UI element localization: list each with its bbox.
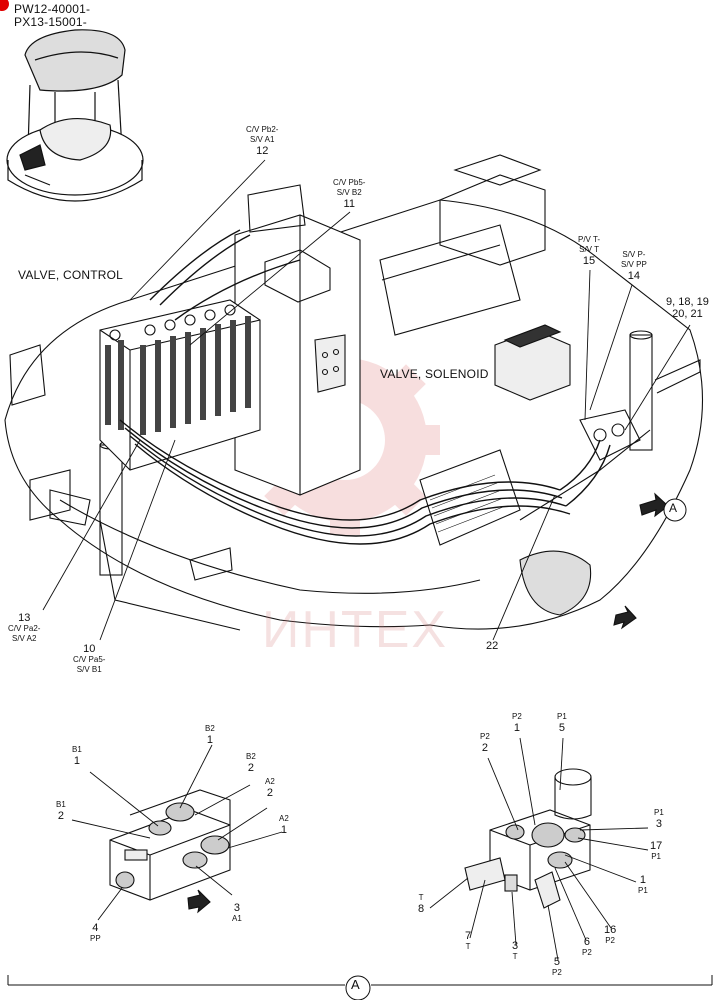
left-callout-b2-1: B2 1 xyxy=(205,724,215,746)
right-callout-p1-1: 1 P1 xyxy=(638,874,648,895)
right-callout-p1-3: P1 3 xyxy=(654,808,664,830)
corner-mark xyxy=(0,0,9,11)
left-callout-b1-1: B1 1 xyxy=(72,745,82,767)
view-bracket xyxy=(7,498,713,1000)
right-callout-p1-5: P1 5 xyxy=(557,712,567,734)
callout-9-18-19: 9, 18, 19 20, 21 xyxy=(666,296,709,320)
right-callout-t-3: 3 T xyxy=(512,940,519,961)
left-detail-leaders xyxy=(71,744,283,921)
watermark-text: ИНТЕХ xyxy=(262,601,449,659)
left-callout-b1-2: B1 2 xyxy=(56,800,66,822)
left-callout-b2-2: B2 2 xyxy=(246,752,256,774)
callout-11: C/V Pb5- S/V B2 11 xyxy=(333,178,366,210)
right-callout-p2-16: 16 P2 xyxy=(604,924,617,945)
model-serial-line-1: PW12-40001- xyxy=(14,2,91,16)
left-callout-a1-3: 3 A1 xyxy=(232,902,242,923)
inset-machine-drawing xyxy=(6,29,144,202)
left-callout-a2-2: A2 2 xyxy=(265,777,275,799)
callout-14: S/V P- S/V PP 14 xyxy=(621,250,647,282)
hose-bundle xyxy=(119,229,611,545)
callout-15: P/V T- S/V T 15 xyxy=(578,235,601,267)
callout-13: 13 C/V Pa2- S/V A2 xyxy=(8,612,41,643)
solenoid-valve-block xyxy=(494,324,701,461)
control-valve-block xyxy=(99,299,261,471)
main-assembly-drawing xyxy=(4,154,703,631)
right-callout-p2-2: P2 2 xyxy=(480,732,490,754)
right-callout-p2-1: P2 1 xyxy=(512,712,522,734)
model-serial-line-2: PX13-15001- xyxy=(14,15,87,29)
right-callout-p2-5: 5 P2 xyxy=(552,956,562,977)
caption-valve-control: VALVE, CONTROL xyxy=(18,268,124,282)
right-detail-leaders xyxy=(429,737,649,961)
view-bracket-letter-a: A xyxy=(351,977,360,992)
callout-12: C/V Pb2- S/V A1 12 xyxy=(246,125,279,157)
main-leader-lines xyxy=(42,159,691,641)
callout-10: 10 C/V Pa5- S/V B1 xyxy=(73,643,106,674)
right-detail-valve-drawing xyxy=(464,768,592,909)
callout-22: 22 xyxy=(486,640,499,652)
right-callout-p1-17: 17 P1 xyxy=(650,840,663,861)
left-detail-valve-drawing xyxy=(109,789,231,914)
right-callout-t-8: T 8 xyxy=(418,893,425,915)
caption-valve-solenoid: VALVE, SOLENOID xyxy=(380,367,489,381)
left-callout-a2-1: A2 1 xyxy=(279,814,289,836)
right-callout-t-7: 7 T xyxy=(465,930,472,951)
view-marker-a: A xyxy=(669,501,678,515)
left-callout-pp-4: 4 PP xyxy=(90,922,101,943)
right-callout-p2-6: 6 P2 xyxy=(582,936,592,957)
